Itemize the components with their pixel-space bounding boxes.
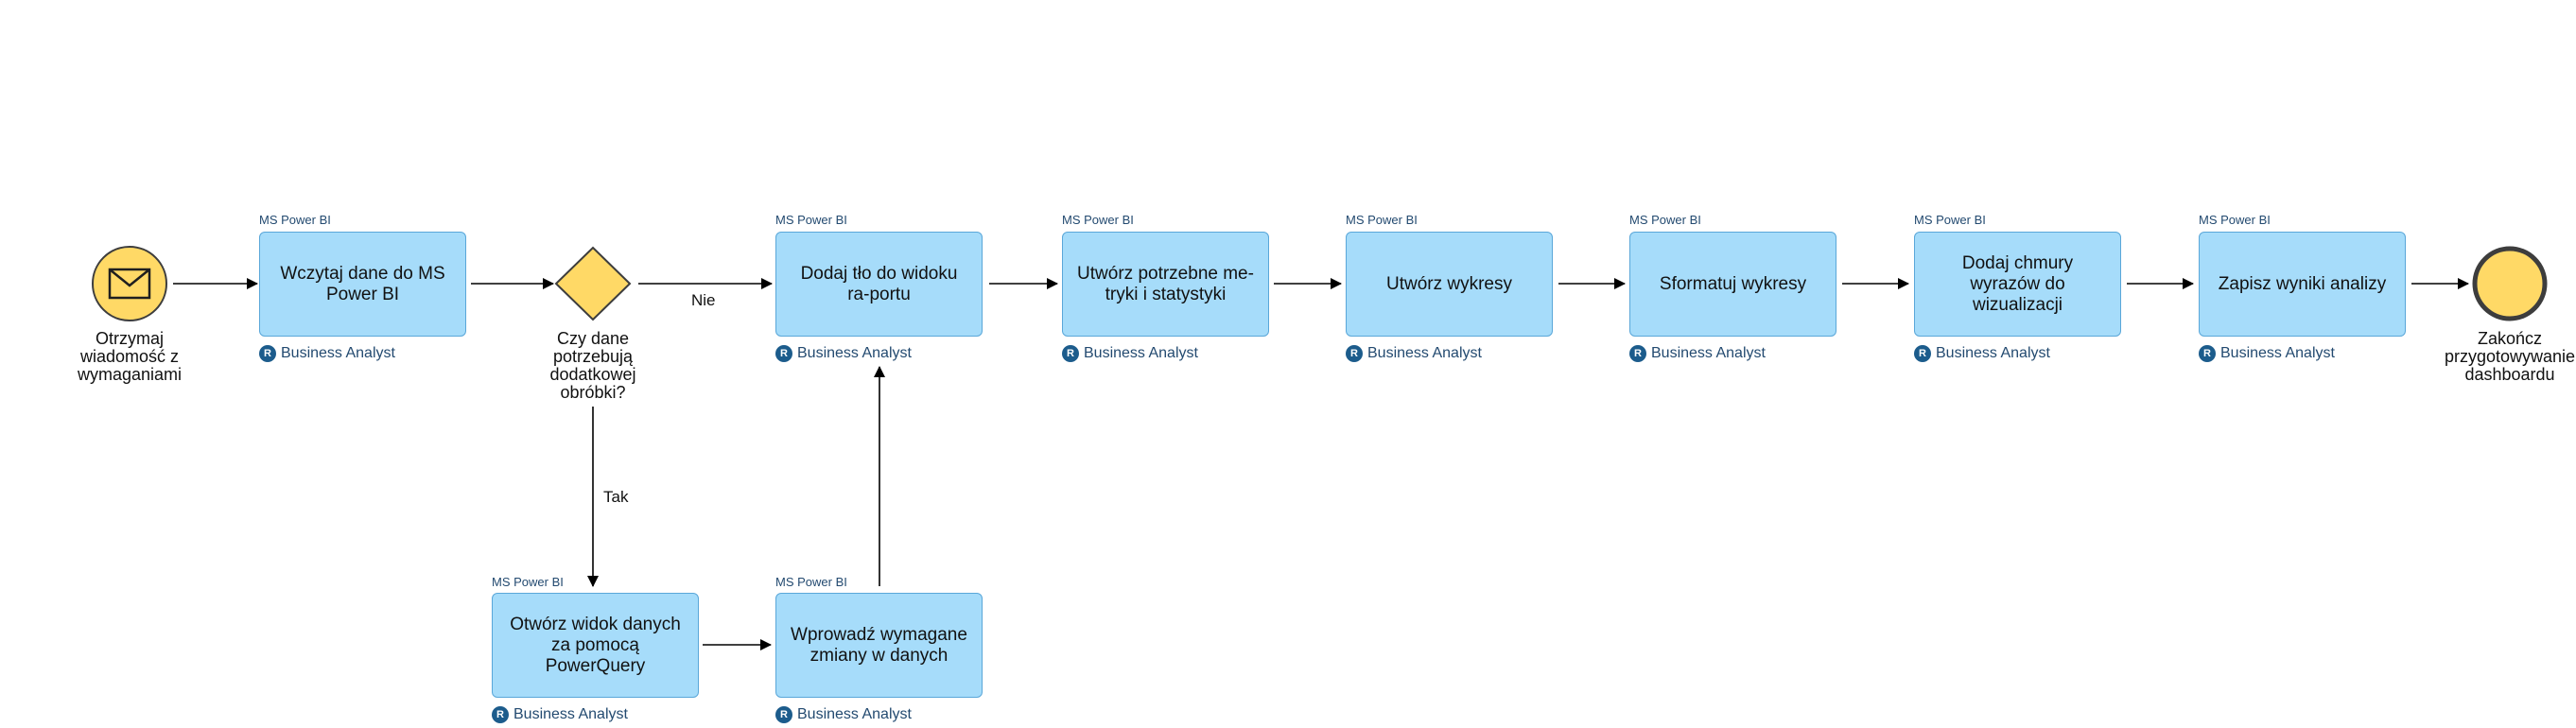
task-open-powerquery[interactable]: Otwórz widok danych za pomocą PowerQuery bbox=[492, 593, 699, 698]
task-system-label: MS Power BI bbox=[775, 213, 847, 227]
task-label: Wczytaj dane do MS Power BI bbox=[280, 263, 445, 304]
task-create-charts[interactable]: Utwórz wykresy bbox=[1346, 232, 1553, 337]
role-badge-icon: R bbox=[775, 345, 792, 362]
role-label: Business Analyst bbox=[1084, 345, 1198, 361]
role-label: Business Analyst bbox=[797, 345, 912, 361]
task-role: R Business Analyst bbox=[775, 706, 912, 723]
task-label: Zapisz wyniki analizy bbox=[2218, 273, 2387, 294]
role-label: Business Analyst bbox=[1651, 345, 1766, 361]
role-badge-icon: R bbox=[1062, 345, 1079, 362]
role-label: Business Analyst bbox=[797, 706, 912, 722]
role-label: Business Analyst bbox=[2220, 345, 2335, 361]
task-system-label: MS Power BI bbox=[2199, 213, 2271, 227]
role-badge-icon: R bbox=[775, 706, 792, 723]
task-label: Utwórz wykresy bbox=[1385, 273, 1512, 294]
task-system-label: MS Power BI bbox=[492, 575, 564, 589]
flow-label-yes: Tak bbox=[603, 488, 629, 506]
task-system-label: MS Power BI bbox=[1914, 213, 1986, 227]
task-role: R Business Analyst bbox=[1914, 345, 2050, 362]
task-create-metrics[interactable]: Utwórz potrzebne me-tryki i statystyki bbox=[1062, 232, 1269, 337]
role-badge-icon: R bbox=[1914, 345, 1931, 362]
task-save-results[interactable]: Zapisz wyniki analizy bbox=[2199, 232, 2406, 337]
task-label: Dodaj tło do widoku ra-portu bbox=[800, 263, 958, 304]
task-add-background[interactable]: Dodaj tło do widoku ra-portu bbox=[775, 232, 983, 337]
task-apply-changes[interactable]: Wprowadź wymagane zmiany w danych bbox=[775, 593, 983, 698]
task-system-label: MS Power BI bbox=[775, 575, 847, 589]
role-label: Business Analyst bbox=[1367, 345, 1482, 361]
task-load-data[interactable]: Wczytaj dane do MS Power BI bbox=[259, 232, 466, 337]
task-system-label: MS Power BI bbox=[259, 213, 331, 227]
task-system-label: MS Power BI bbox=[1629, 213, 1701, 227]
role-badge-icon: R bbox=[1629, 345, 1646, 362]
task-label: Otwórz widok danych za pomocą PowerQuery bbox=[510, 614, 681, 676]
role-badge-icon: R bbox=[259, 345, 276, 362]
task-add-word-clouds[interactable]: Dodaj chmury wyrazów do wizualizacji bbox=[1914, 232, 2121, 337]
task-role: R Business Analyst bbox=[259, 345, 395, 362]
task-label: Utwórz potrzebne me-tryki i statystyki bbox=[1077, 263, 1254, 304]
role-label: Business Analyst bbox=[281, 345, 395, 361]
role-label: Business Analyst bbox=[513, 706, 628, 722]
role-badge-icon: R bbox=[1346, 345, 1363, 362]
task-system-label: MS Power BI bbox=[1346, 213, 1418, 227]
end-event bbox=[2472, 246, 2548, 321]
role-label: Business Analyst bbox=[1936, 345, 2050, 361]
role-badge-icon: R bbox=[492, 706, 509, 723]
role-badge-icon: R bbox=[2199, 345, 2216, 362]
task-label: Wprowadź wymagane zmiany w danych bbox=[791, 624, 967, 666]
envelope-icon bbox=[108, 268, 151, 300]
task-label: Dodaj chmury wyrazów do wizualizacji bbox=[1961, 252, 2074, 315]
start-event-label: Otrzymaj wiadomość z wymaganiami bbox=[77, 329, 183, 384]
flow-label-no: Nie bbox=[691, 291, 716, 309]
task-format-charts[interactable]: Sformatuj wykresy bbox=[1629, 232, 1836, 337]
start-message-event bbox=[92, 246, 167, 321]
task-role: R Business Analyst bbox=[1062, 345, 1198, 362]
end-event-label: Zakończ przygotowywanie dashboardu bbox=[2444, 329, 2576, 384]
task-role: R Business Analyst bbox=[1629, 345, 1766, 362]
exclusive-gateway bbox=[554, 246, 632, 321]
task-role: R Business Analyst bbox=[775, 345, 912, 362]
task-system-label: MS Power BI bbox=[1062, 213, 1134, 227]
task-label: Sformatuj wykresy bbox=[1659, 273, 1807, 294]
gateway-label: Czy dane potrzebują dodatkowej obróbki? bbox=[549, 329, 636, 402]
